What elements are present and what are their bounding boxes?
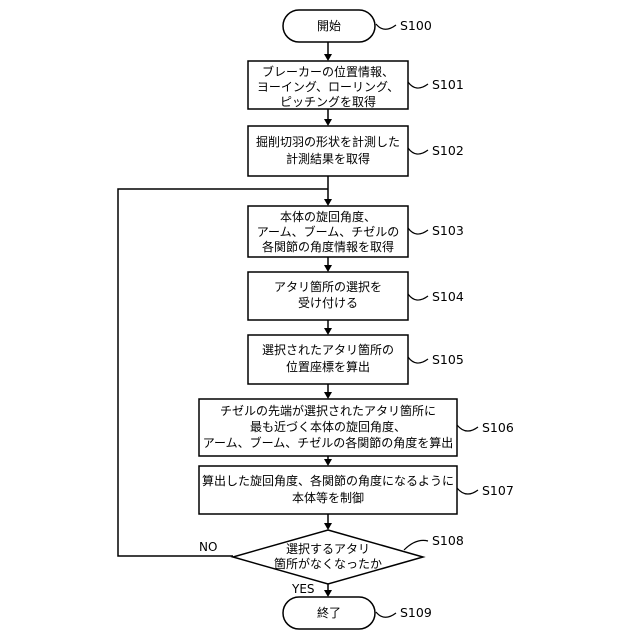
process-s102-box (248, 126, 408, 176)
process-s105-line2: 位置座標を算出 (286, 359, 370, 374)
process-s101-line1: ブレーカーの位置情報、 (262, 64, 394, 79)
process-s101-line2: ヨーイング、ローリング、 (257, 80, 399, 94)
step-label-s103: S103 (432, 223, 464, 238)
decision-s108: 選択するアタリ 箇所がなくなったか (233, 530, 423, 584)
process-s106-line2: 最も近づく本体の旋回角度、 (250, 419, 406, 434)
decision-s108-line1: 選択するアタリ (286, 542, 370, 556)
process-s102-line2: 計測結果を取得 (286, 151, 370, 166)
step-label-s109: S109 (400, 605, 432, 620)
process-s103-line1: 本体の旋回角度、 (280, 209, 376, 224)
process-s102-line1: 掘削切羽の形状を計測した (256, 134, 400, 149)
process-s106-line1: チゼルの先端が選択されたアタリ箇所に (220, 403, 436, 418)
process-s105-line1: 選択されたアタリ箇所の (262, 343, 394, 357)
process-s107-line2: 本体等を制御 (292, 490, 364, 505)
step-label-s101: S101 (432, 77, 464, 92)
arrowhead-s106 (324, 392, 332, 399)
process-s102: 掘削切羽の形状を計測した 計測結果を取得 (248, 126, 408, 176)
arrowhead-end (324, 590, 332, 597)
terminal-end: 終了 (283, 597, 375, 629)
leader-s106 (457, 425, 478, 431)
step-label-s108: S108 (432, 533, 464, 548)
arrowhead-s105 (324, 328, 332, 335)
step-label-s107: S107 (482, 483, 514, 498)
arrowhead-s102 (324, 119, 332, 126)
branch-yes-label: YES (291, 582, 315, 596)
process-s103: 本体の旋回角度、 アーム、ブーム、チゼルの 各関節の角度情報を取得 (248, 206, 408, 257)
terminal-start-text: 開始 (317, 19, 341, 33)
process-s103-line2: アーム、ブーム、チゼルの (257, 224, 400, 239)
process-s101-line3: ピッチングを取得 (280, 94, 376, 109)
leader-s100 (376, 24, 396, 29)
arrowhead-s101 (324, 54, 332, 61)
step-label-s105: S105 (432, 352, 464, 367)
process-s104-line2: 受け付ける (298, 296, 358, 310)
leader-s105 (408, 357, 428, 363)
leader-s101 (408, 82, 428, 88)
leader-s104 (408, 294, 428, 300)
process-s106: チゼルの先端が選択されたアタリ箇所に 最も近づく本体の旋回角度、 アーム、ブーム… (199, 399, 457, 456)
branch-no-label: NO (199, 540, 217, 554)
step-label-s100: S100 (400, 18, 432, 33)
arrowhead-s103 (324, 199, 332, 206)
step-labels: S100 S101 S102 S103 S104 S105 S106 S107 … (400, 18, 514, 620)
step-label-s106: S106 (482, 420, 514, 435)
arrowhead-s108 (324, 523, 332, 530)
process-s101: ブレーカーの位置情報、 ヨーイング、ローリング、 ピッチングを取得 (248, 61, 408, 109)
leader-s108 (404, 540, 428, 550)
leader-s109 (376, 612, 396, 617)
process-s103-line3: 各関節の角度情報を取得 (262, 239, 394, 254)
arrowhead-s107 (324, 459, 332, 466)
terminal-end-text: 終了 (317, 605, 341, 620)
leader-s102 (408, 148, 428, 154)
step-label-s102: S102 (432, 143, 464, 158)
process-s106-line3: アーム、ブーム、チゼルの各関節の角度を算出 (203, 435, 454, 450)
leader-s107 (457, 488, 478, 494)
process-s104: アタリ箇所の選択を 受け付ける (248, 272, 408, 320)
process-s107: 算出した旋回角度、各関節の角度になるように 本体等を制御 (199, 466, 457, 514)
process-s104-line1: アタリ箇所の選択を (274, 280, 382, 294)
step-label-s104: S104 (432, 289, 464, 304)
leader-s103 (408, 228, 428, 234)
terminal-start: 開始 (283, 10, 375, 42)
decision-s108-line2: 箇所がなくなったか (274, 556, 382, 571)
arrowhead-s104 (324, 265, 332, 272)
process-s105: 選択されたアタリ箇所の 位置座標を算出 (248, 335, 408, 384)
process-s107-line1: 算出した旋回角度、各関節の角度になるように (202, 473, 454, 488)
